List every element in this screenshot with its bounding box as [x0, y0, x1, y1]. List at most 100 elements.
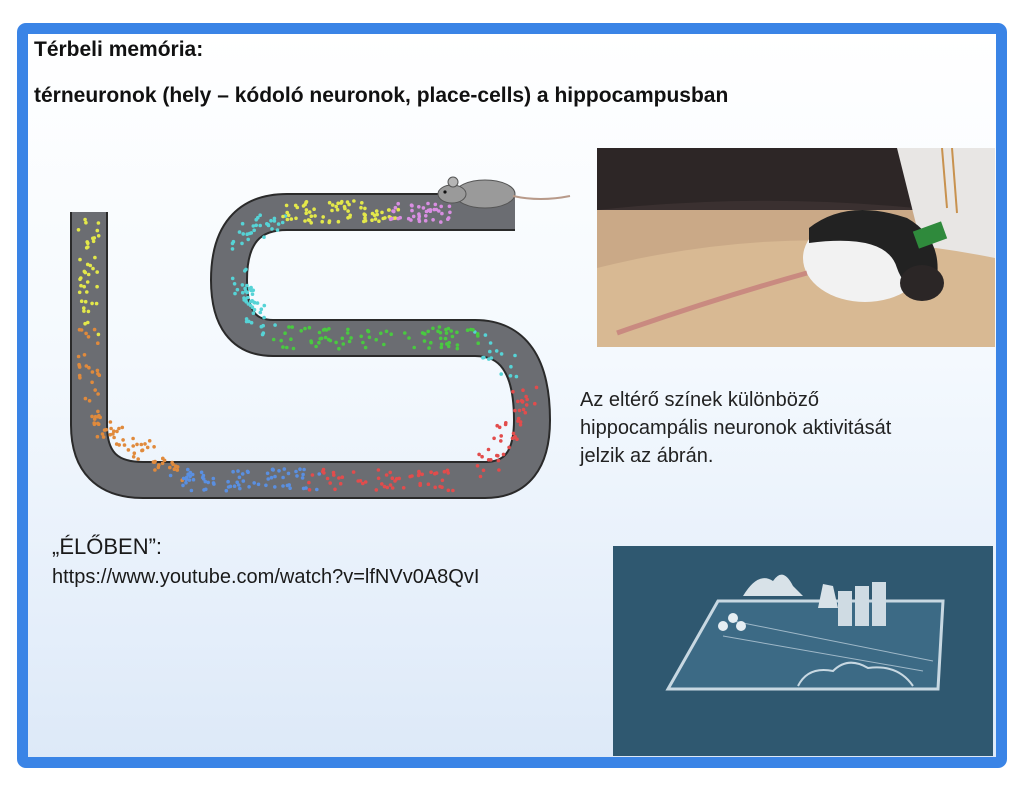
neuron-dot — [237, 230, 242, 234]
video-thumbnail[interactable] — [613, 546, 993, 756]
neuron-dot — [92, 327, 97, 332]
neuron-dot — [302, 467, 306, 472]
neuron-dot — [337, 476, 341, 480]
neuron-dot — [361, 340, 365, 345]
neuron-dot — [334, 340, 338, 345]
neuron-dot — [346, 216, 350, 220]
neuron-dot — [83, 396, 88, 401]
neuron-dot — [366, 329, 371, 334]
neuron-dot — [300, 476, 305, 480]
neuron-dot — [501, 452, 506, 457]
neuron-dot — [235, 287, 240, 292]
neuron-dot — [304, 211, 308, 216]
neuron-dot — [189, 488, 194, 493]
neuron-dot — [246, 237, 250, 242]
neuron-dot — [512, 435, 516, 440]
neuron-dot — [245, 283, 249, 288]
neuron-dot — [409, 203, 414, 207]
neuron-dot — [424, 214, 428, 218]
neuron-dot — [286, 471, 291, 476]
neuron-dot — [285, 345, 289, 350]
neuron-dot — [95, 284, 99, 289]
neuron-dot — [417, 205, 421, 209]
neuron-dot — [174, 464, 178, 469]
neuron-dot — [291, 346, 296, 351]
neuron-dot — [252, 307, 257, 312]
neuron-dot — [511, 389, 515, 394]
neuron-dot — [231, 469, 235, 474]
caption-line: Az eltérő színek különböző — [580, 389, 820, 411]
neuron-dot — [448, 210, 452, 215]
neuron-dot — [495, 423, 500, 428]
neuron-dot — [309, 221, 313, 225]
neuron-dot — [251, 311, 256, 315]
neuron-dot — [393, 205, 398, 210]
neuron-dot — [181, 476, 186, 481]
neuron-dot — [95, 228, 100, 233]
neuron-dot — [273, 474, 277, 479]
neuron-dot — [447, 204, 452, 209]
neuron-dot — [346, 209, 350, 213]
neuron-dot — [258, 213, 262, 217]
neuron-dot — [374, 488, 379, 492]
neuron-dot — [423, 218, 428, 223]
neuron-dot — [516, 399, 520, 404]
neuron-dot — [252, 228, 256, 233]
neuron-dot — [252, 481, 256, 485]
neuron-dot — [411, 214, 416, 219]
neuron-dot — [93, 255, 97, 260]
neuron-dot — [284, 203, 289, 208]
neuron-dot — [446, 488, 451, 493]
neuron-dot — [228, 484, 233, 489]
neuron-dot — [513, 408, 517, 413]
neuron-dot — [269, 218, 273, 223]
neuron-dot — [104, 427, 109, 432]
neuron-dot — [247, 319, 251, 324]
neuron-dot — [91, 239, 96, 244]
neuron-dot — [276, 222, 281, 226]
neuron-dot — [433, 485, 438, 490]
neuron-dot — [262, 303, 267, 308]
neuron-dot — [475, 464, 480, 468]
neuron-dot — [509, 364, 513, 369]
neuron-dot — [323, 327, 327, 332]
neuron-dot — [132, 451, 137, 456]
live-label: „ÉLŐBEN”: — [52, 534, 163, 559]
neuron-dot — [96, 221, 101, 225]
neuron-dot — [524, 394, 528, 399]
neuron-dot — [429, 340, 433, 345]
neuron-dot — [534, 385, 539, 390]
neuron-dot — [255, 301, 260, 305]
neuron-dot — [240, 221, 245, 226]
neuron-dot — [95, 434, 100, 439]
neuron-dot — [96, 392, 100, 396]
neuron-dot — [188, 470, 193, 475]
caption-line: hippocampális neuronok aktivitását — [580, 417, 892, 439]
neuron-dot — [313, 214, 317, 218]
neuron-dot — [346, 327, 350, 332]
neuron-dot — [264, 483, 268, 488]
neuron-dot — [392, 209, 396, 214]
neuron-dot — [514, 374, 519, 379]
neuron-dot — [363, 216, 367, 220]
neuron-dot — [440, 478, 445, 483]
neuron-dot — [96, 234, 101, 238]
neuron-dot — [96, 332, 101, 337]
neuron-dot — [90, 370, 95, 374]
neuron-dot — [516, 416, 521, 421]
neuron-dot — [455, 330, 459, 335]
neuron-dot — [250, 299, 254, 303]
neuron-dot — [398, 215, 403, 220]
neuron-dot — [250, 292, 255, 296]
neuron-dot — [389, 332, 394, 336]
neuron-dot — [513, 353, 517, 358]
neuron-dot — [82, 353, 87, 357]
neuron-dot — [380, 210, 384, 215]
neuron-dot — [310, 473, 315, 477]
neuron-dot — [135, 442, 139, 447]
neuron-dot — [363, 345, 368, 350]
neuron-dot — [251, 224, 256, 228]
video-link[interactable]: https://www.youtube.com/watch?v=lfNVv0A8… — [52, 566, 480, 588]
neuron-dot — [386, 208, 391, 212]
neuron-dot — [273, 323, 277, 327]
